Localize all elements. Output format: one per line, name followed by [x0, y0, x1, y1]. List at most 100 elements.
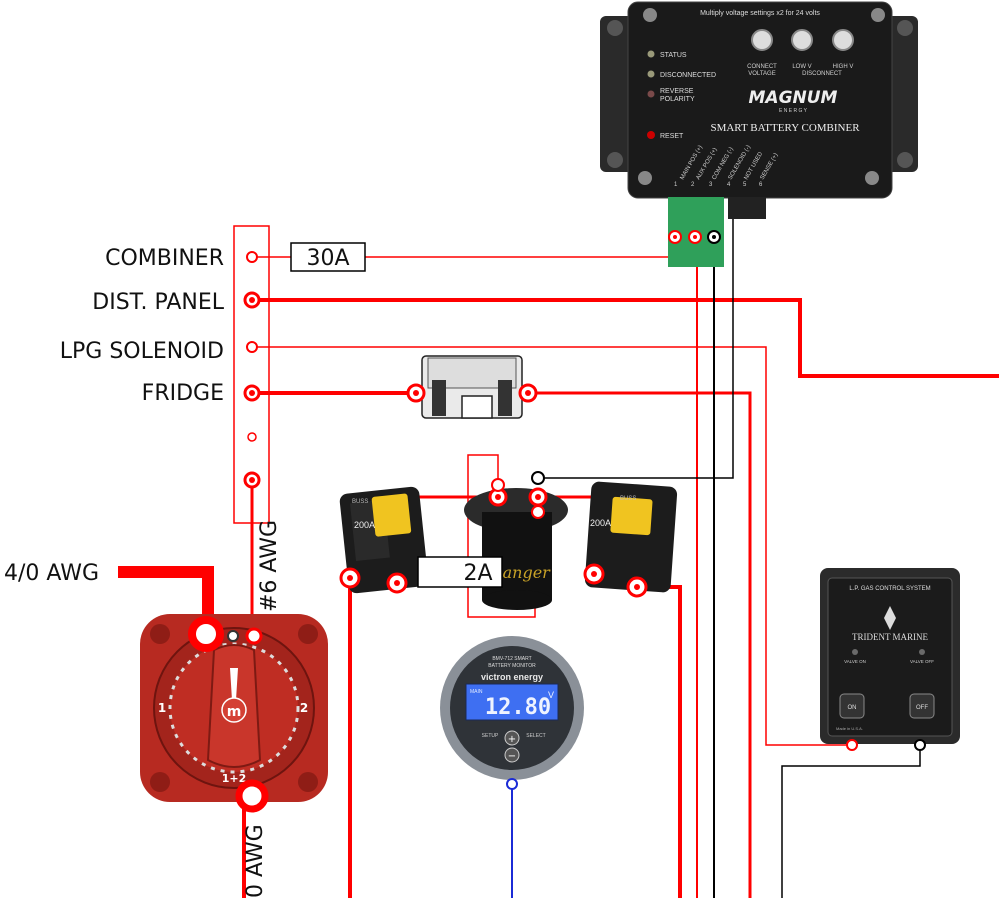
- svg-text:200A: 200A: [354, 520, 375, 530]
- wire-gas-negative: [781, 745, 921, 898]
- label-bus-feed: #6 AWG: [257, 520, 282, 612]
- screw-icon: [638, 171, 652, 185]
- gas-terminal-neg: [914, 739, 926, 751]
- switch-terminal-out: [235, 779, 269, 813]
- battery-monitor: BMV-712 SMART BATTERY MONITOR victron en…: [440, 636, 584, 790]
- svg-text:V: V: [548, 690, 554, 700]
- screw-icon: [871, 8, 885, 22]
- fuse-30a-label: 30A: [306, 246, 349, 271]
- svg-text:−: −: [508, 751, 516, 762]
- wire-fridge-out: [528, 391, 752, 898]
- screw-icon: [643, 8, 657, 22]
- victron-logo: victron energy: [481, 672, 543, 682]
- svg-text:5: 5: [743, 182, 747, 188]
- svg-text:OFF: OFF: [916, 705, 928, 711]
- label-dist-panel: DIST. PANEL: [92, 290, 224, 315]
- wires: [118, 210, 999, 898]
- svg-text:VALVE OFF: VALVE OFF: [910, 659, 934, 664]
- breaker-toggle-icon: [461, 395, 493, 419]
- solenoid-coil-out: [531, 505, 545, 519]
- svg-text:200A: 200A: [590, 518, 611, 528]
- fuse-30a: 30A: [290, 242, 366, 272]
- svg-text:SELECT: SELECT: [526, 733, 545, 739]
- reverse-polarity-led-icon: [647, 90, 655, 98]
- connect-voltage-knob-icon: [751, 29, 773, 51]
- svg-text:2: 2: [691, 182, 695, 188]
- valve-off-led-icon: [919, 649, 925, 655]
- monitor-lcd: [465, 683, 559, 721]
- svg-text:SETUP: SETUP: [482, 733, 499, 739]
- svg-text:DISCONNECTED: DISCONNECTED: [660, 72, 716, 79]
- svg-text:1: 1: [158, 701, 166, 715]
- svg-text:1+2: 1+2: [222, 772, 247, 785]
- monitor-minus-button[interactable]: [504, 747, 520, 763]
- svg-text:LOW V: LOW V: [792, 64, 811, 70]
- mount-screw-icon: [897, 152, 913, 168]
- trident-logo: TRIDENT MARINE: [852, 632, 929, 642]
- breaker-yellow-lever-icon: [371, 493, 412, 537]
- fridge-breaker: [406, 355, 538, 419]
- mount-hole-icon: [298, 624, 318, 644]
- switch-logo: m: [227, 704, 242, 720]
- switch-terminal-main: [188, 616, 224, 652]
- fuse-2a-label: 2A: [463, 561, 492, 586]
- svg-text:CONNECT: CONNECT: [747, 64, 777, 70]
- svg-text:E N E R G Y: E N E R G Y: [779, 108, 808, 114]
- monitor-reading: 12.80: [485, 695, 551, 720]
- svg-text:DISCONNECT: DISCONNECT: [802, 71, 842, 77]
- label-fridge: FRIDGE: [142, 381, 224, 406]
- monitor-plus-button[interactable]: [504, 730, 520, 746]
- wire-right-breaker-down: [637, 585, 682, 898]
- positive-bus-bar: [233, 225, 270, 524]
- breaker-yellow-lever-icon: [610, 496, 653, 536]
- svg-text:6: 6: [759, 182, 763, 188]
- wire-lpg-solenoid: [252, 346, 852, 746]
- svg-text:MAIN: MAIN: [470, 689, 483, 695]
- mount-screw-icon: [607, 152, 623, 168]
- breaker-200a-left: 200A BUSS: [339, 486, 429, 594]
- svg-text:Multiply voltage settings x2 f: Multiply voltage settings x2 for 24 volt…: [700, 10, 820, 17]
- wire-solenoid-trigger: [538, 210, 734, 479]
- svg-text:2: 2: [300, 701, 308, 715]
- svg-text:Made in U.S.A.: Made in U.S.A.: [836, 726, 863, 731]
- wire-main-feed: [118, 566, 214, 632]
- svg-text:L.P. GAS CONTROL SYSTEM: L.P. GAS CONTROL SYSTEM: [849, 586, 930, 592]
- battery-solenoid: Ranger: [464, 471, 568, 610]
- svg-text:ON: ON: [848, 705, 857, 711]
- svg-text:VALVE ON: VALVE ON: [844, 659, 866, 664]
- switch-pointer-icon: [230, 668, 238, 700]
- solenoid-brand: Ranger: [489, 563, 551, 582]
- mount-screw-icon: [897, 20, 913, 36]
- svg-text:BUSS: BUSS: [352, 499, 368, 505]
- label-lpg-solenoid: LPG SOLENOID: [60, 339, 224, 364]
- svg-text:REVERSE: REVERSE: [660, 88, 694, 95]
- black-terminal-block: [728, 197, 766, 219]
- valve-on-led-icon: [852, 649, 858, 655]
- gas-terminal-pos: [846, 739, 858, 751]
- svg-text:+: +: [508, 734, 516, 745]
- gas-off-button[interactable]: [909, 693, 935, 719]
- magnum-logo: MAGNUM: [749, 88, 838, 108]
- trident-icon: [884, 606, 896, 630]
- reset-button-icon: [647, 131, 655, 139]
- mount-hole-icon: [298, 772, 318, 792]
- monitor-shunt-terminal: [506, 778, 518, 790]
- breaker-200a-right: 200A BUSS: [583, 481, 678, 598]
- label-main-feed: 4/0 AWG: [4, 561, 99, 586]
- label-combiner: COMBINER: [105, 246, 224, 271]
- mount-screw-icon: [607, 20, 623, 36]
- svg-text:1: 1: [674, 182, 678, 188]
- fuse-2a: 2A: [417, 556, 503, 588]
- gas-on-button[interactable]: [839, 693, 865, 719]
- svg-text:RESET: RESET: [660, 133, 684, 140]
- bus-terminals: [243, 251, 261, 489]
- product-name: SMART BATTERY COMBINER: [710, 122, 860, 134]
- lp-gas-control-panel: L.P. GAS CONTROL SYSTEM TRIDENT MARINE V…: [820, 568, 960, 751]
- switch-terminal-bus: [245, 627, 263, 645]
- svg-text:STATUS: STATUS: [660, 52, 687, 59]
- high-v-knob-icon: [832, 29, 854, 51]
- smart-battery-combiner: Multiply voltage settings x2 for 24 volt…: [600, 1, 918, 267]
- low-v-knob-icon: [791, 29, 813, 51]
- svg-text:BATTERY MONITOR: BATTERY MONITOR: [488, 663, 536, 669]
